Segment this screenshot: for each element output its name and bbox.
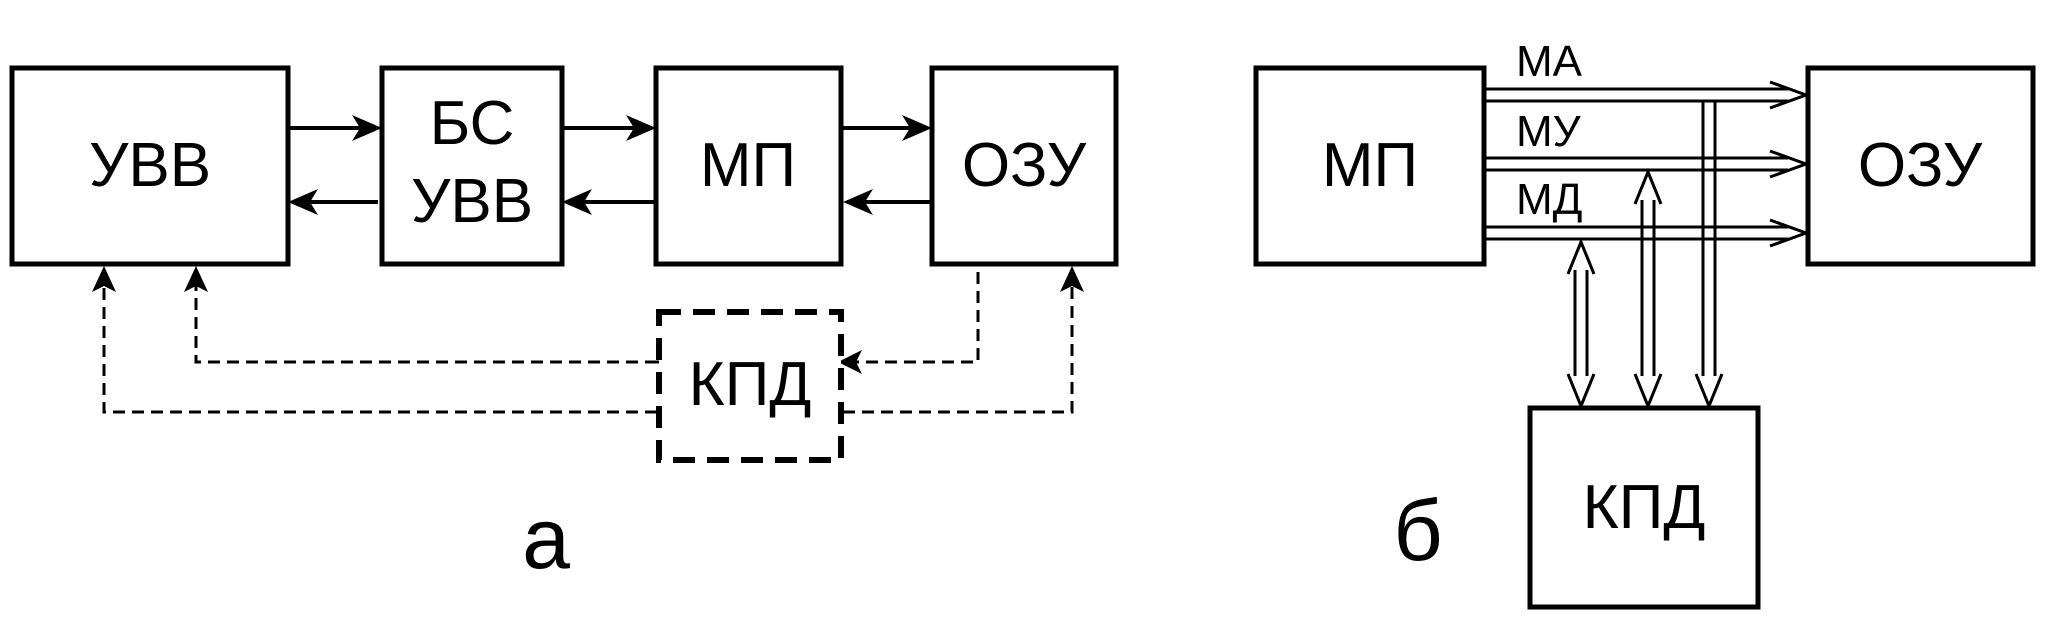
- block-ozu-a: ОЗУ: [929, 65, 1119, 267]
- block-uvv: УВВ: [9, 65, 291, 267]
- block-mp-a: МП: [653, 65, 844, 267]
- kpd-data-link: [1566, 238, 1596, 410]
- block-kpd-b: КПД: [1527, 405, 1761, 610]
- block-mp-a-label: МП: [700, 131, 796, 200]
- mp-to-bs-arrow: [562, 189, 592, 215]
- block-bs-uvv-label-line1: БС: [430, 89, 515, 158]
- mp-ozu-links: [843, 115, 932, 215]
- kpd-to-bs-dashed: [194, 285, 657, 364]
- bs-mp-links: [562, 115, 656, 215]
- kpd-address-link: [1694, 101, 1724, 410]
- kpd-to-ozu-arrow: [1060, 266, 1084, 292]
- caption-b: б: [1393, 483, 1442, 579]
- block-bs-uvv-label-line2: УВВ: [411, 167, 533, 236]
- block-kpd-a: КПД: [656, 309, 844, 463]
- bus-data-label: МД: [1516, 175, 1582, 224]
- ozu-to-kpd-arrow: [838, 350, 862, 374]
- bus-address-label: МА: [1516, 37, 1583, 86]
- figure-b: МА МУ МД МП ОЗУ: [1253, 37, 2036, 610]
- block-kpd-b-label: КПД: [1583, 473, 1706, 542]
- block-mp-b-label: МП: [1322, 131, 1418, 200]
- dashed-paths: [92, 266, 1084, 414]
- block-kpd-a-label: КПД: [689, 350, 812, 419]
- block-ozu-b: ОЗУ: [1805, 65, 2036, 267]
- figure-a: УВВ БС УВВ МП ОЗУ КПД а: [9, 65, 1119, 587]
- mp-to-ozu-arrow: [902, 115, 932, 141]
- caption-a: а: [522, 491, 570, 587]
- ozu-to-mp-arrow: [843, 189, 873, 215]
- bs-to-uvv-arrow: [288, 189, 318, 215]
- bs-to-mp-arrow: [626, 115, 656, 141]
- kpd-to-bs-arrow: [184, 266, 208, 292]
- block-ozu-a-label: ОЗУ: [962, 131, 1087, 200]
- block-uvv-label: УВВ: [89, 131, 211, 200]
- kpd-to-ozu-dashed: [843, 285, 1074, 414]
- uvv-to-bs-arrow: [352, 115, 382, 141]
- uvv-bs-links: [288, 115, 382, 215]
- bus-control-label: МУ: [1516, 107, 1582, 156]
- kpd-to-uvv-arrow: [92, 266, 116, 292]
- kpd-to-uvv-dashed: [102, 285, 657, 414]
- block-ozu-b-label: ОЗУ: [1858, 131, 1983, 200]
- kpd-control-link: [1633, 168, 1663, 410]
- block-bs-uvv: БС УВВ: [379, 65, 565, 267]
- block-mp-b: МП: [1253, 65, 1487, 267]
